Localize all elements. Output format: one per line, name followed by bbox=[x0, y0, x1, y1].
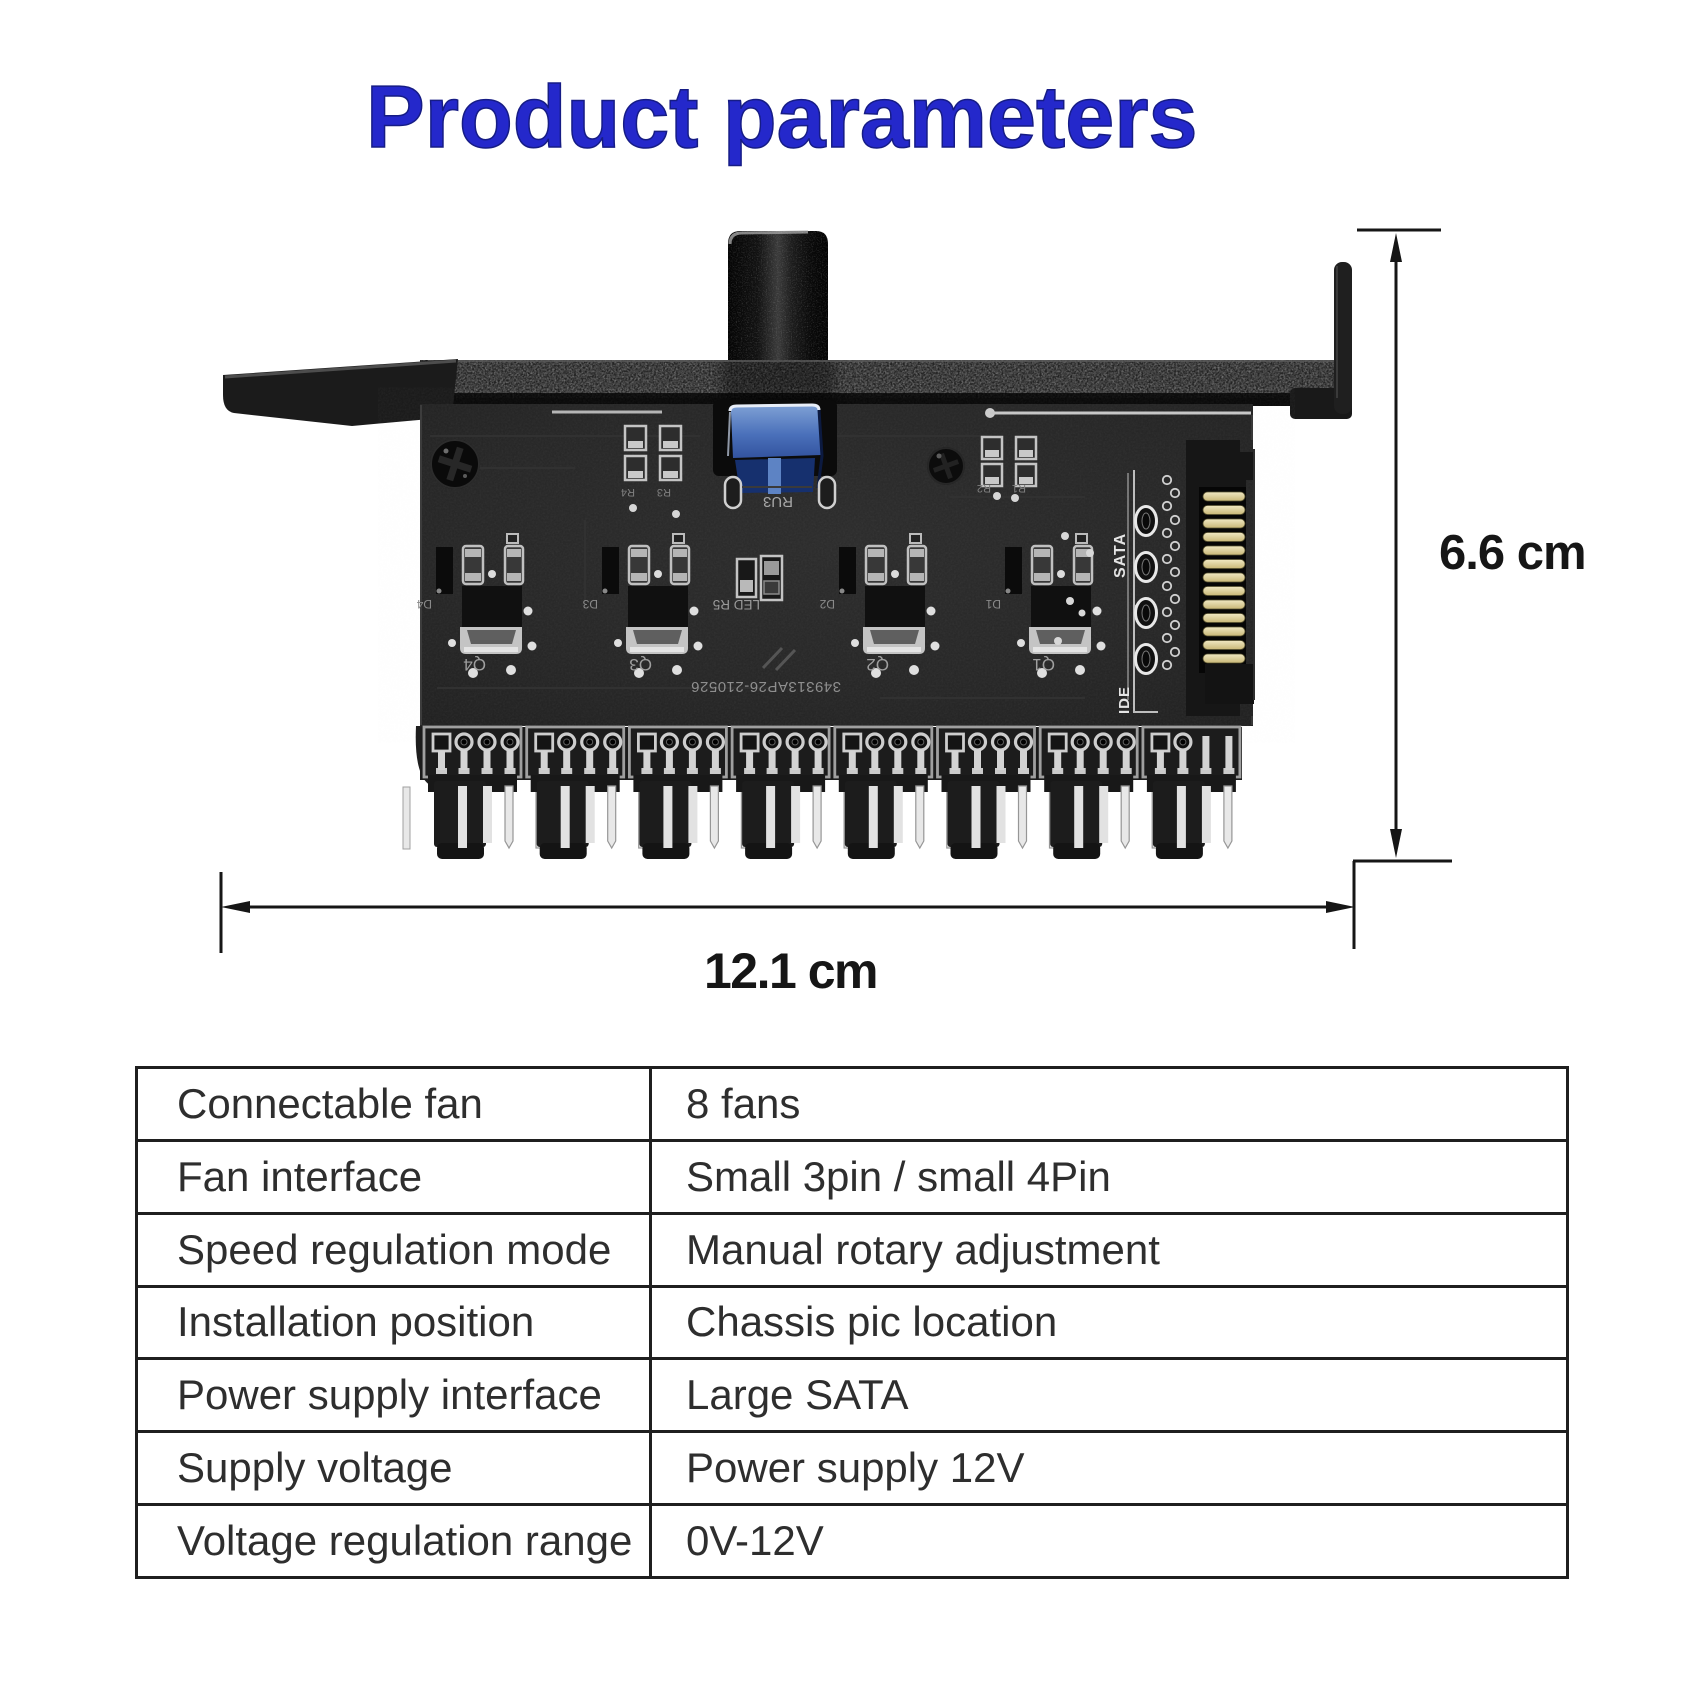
svg-text:SATA: SATA bbox=[1112, 533, 1129, 578]
svg-text:LED R5: LED R5 bbox=[713, 597, 760, 612]
svg-text:Q2: Q2 bbox=[866, 655, 889, 674]
svg-text:6.6 cm: 6.6 cm bbox=[1439, 526, 1586, 580]
svg-text:Q3: Q3 bbox=[629, 655, 652, 674]
svg-text:D3: D3 bbox=[582, 597, 598, 611]
svg-text:R2: R2 bbox=[977, 482, 991, 494]
svg-text:R4: R4 bbox=[621, 486, 635, 498]
svg-text:D1: D1 bbox=[985, 597, 1001, 611]
svg-text:IDE: IDE bbox=[1116, 686, 1133, 714]
svg-text:Q4: Q4 bbox=[463, 655, 486, 674]
svg-text:Q1: Q1 bbox=[1032, 655, 1055, 674]
svg-text:R3: R3 bbox=[657, 486, 671, 498]
svg-text:R1: R1 bbox=[1012, 482, 1026, 494]
svg-text:RU3: RU3 bbox=[763, 493, 793, 510]
svg-text:12.1 cm: 12.1 cm bbox=[704, 943, 877, 999]
svg-text:D2: D2 bbox=[819, 597, 835, 611]
svg-text:D4: D4 bbox=[416, 597, 432, 611]
svg-text:349313AP26-210526: 349313AP26-210526 bbox=[691, 678, 841, 695]
